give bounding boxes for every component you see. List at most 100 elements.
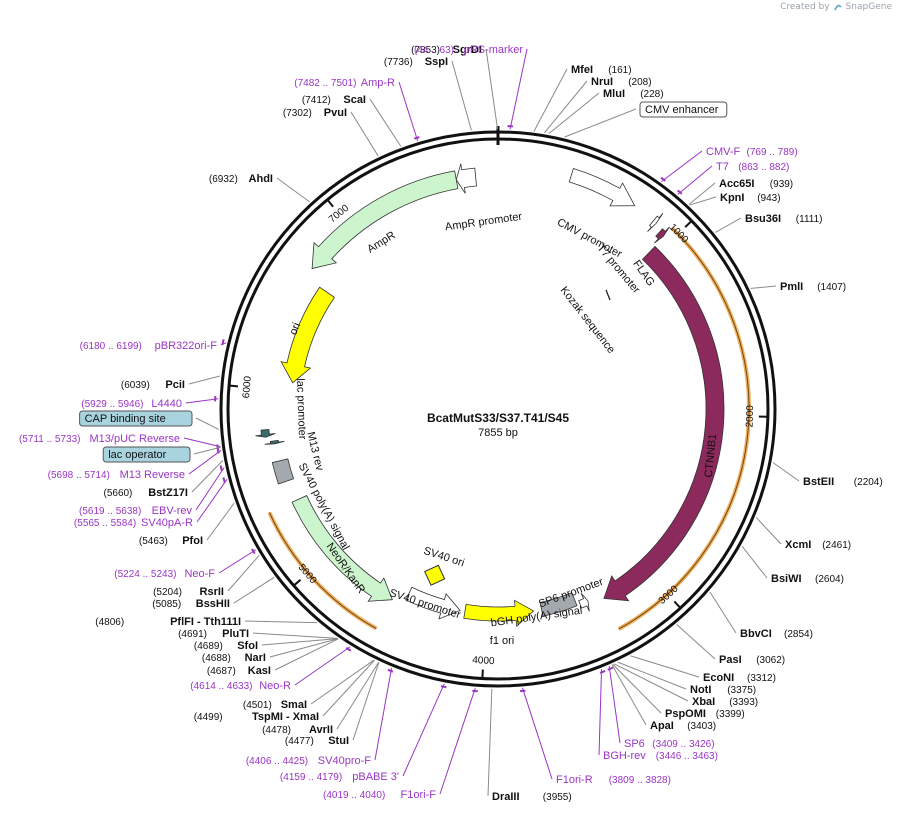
site-kasi-leader xyxy=(274,638,339,671)
site-sgrdi[interactable]: SgrDI(7853) xyxy=(411,44,482,56)
site-pbr322ori-f-position: (6180 .. 6199) xyxy=(80,341,142,352)
feature-bgh-poly-a-signal[interactable] xyxy=(539,592,578,617)
site-lac-operator[interactable]: lac operator xyxy=(102,446,191,463)
site-bsu36i[interactable]: Bsu36I(1111) xyxy=(745,213,822,225)
site-bsiwi[interactable]: BsiWI(2604) xyxy=(771,573,844,585)
site-bsteii[interactable]: BstEII(2204) xyxy=(803,476,883,488)
site-amp-r-mark xyxy=(413,136,420,140)
site-stui[interactable]: StuI(4477) xyxy=(285,735,349,747)
site-pasi[interactable]: PasI(3062) xyxy=(719,654,785,666)
site-ebv-rev[interactable]: EBV-rev(5619 .. 5638) xyxy=(79,505,192,517)
site-pvui[interactable]: PvuI(7302) xyxy=(283,107,347,119)
feature-ctnnb1[interactable] xyxy=(603,245,725,602)
site-pfoi[interactable]: PfoI(5463) xyxy=(139,535,203,547)
feature-ampr-promoter[interactable] xyxy=(455,163,477,194)
site-acc65i[interactable]: Acc65I(939) xyxy=(719,178,793,190)
site-pfoi-name: PfoI xyxy=(182,535,203,547)
site-cap-binding-site[interactable]: CAP binding site xyxy=(79,410,193,427)
site-acc65i-name: Acc65I xyxy=(719,178,754,190)
site-ahdi-name: AhdI xyxy=(249,173,273,185)
site-noti[interactable]: NotI(3375) xyxy=(690,684,756,696)
site-nari-name: NarI xyxy=(245,652,266,664)
site-ahdi[interactable]: AhdI(6932) xyxy=(209,173,273,185)
site-pbr322ori-f[interactable]: pBR322ori-F(6180 .. 6199) xyxy=(80,340,218,352)
site-mlui[interactable]: MluI(228) xyxy=(603,88,664,100)
site-pflfi-tth111i[interactable]: PflFI - Tth111I(4806) xyxy=(95,616,241,628)
site-sv40pro-f[interactable]: SV40pro-F(4406 .. 4425) xyxy=(246,755,371,767)
site-rsrii[interactable]: RsrII(5204) xyxy=(153,586,224,598)
site-pspomi[interactable]: PspOMI(3399) xyxy=(665,708,745,720)
site-amp-r[interactable]: Amp-R(7482 .. 7501) xyxy=(294,77,395,89)
site-bbvci-position: (2854) xyxy=(784,629,813,640)
site-cmv-enhancer[interactable]: CMV enhancer xyxy=(639,101,728,118)
site-sv40pro-f-leader xyxy=(374,667,393,761)
site-pbabe-3[interactable]: pBABE 3'(4159 .. 4179) xyxy=(280,771,399,783)
site-mfei[interactable]: MfeI(161) xyxy=(571,64,632,76)
site-sv40pa-r[interactable]: SV40pA-R(5565 .. 5584) xyxy=(74,517,193,529)
feature-m13-rev[interactable] xyxy=(264,439,285,445)
site-pmli[interactable]: PmlI(1407) xyxy=(780,281,846,293)
orf-arc-line xyxy=(618,228,750,630)
site-bbvci[interactable]: BbvCI(2854) xyxy=(740,628,813,640)
plasmid-name: BcatMutS33/S37.T41/S45 xyxy=(427,411,569,425)
feature-lac-promoter[interactable] xyxy=(255,429,276,438)
feature-t7-promoter[interactable] xyxy=(647,212,664,232)
site-prs-marker-position: (44 .. 63) xyxy=(414,45,454,56)
site-neo-r[interactable]: Neo-R(4614 .. 4633) xyxy=(190,680,291,692)
feature-ampr[interactable] xyxy=(311,170,459,270)
site-amp-r-leader xyxy=(398,81,419,141)
feature-sp6-promoter[interactable] xyxy=(578,592,590,612)
feature-neor-kanr[interactable] xyxy=(291,495,393,602)
site-cmv-f-mark xyxy=(660,176,666,182)
site-bstz17i[interactable]: BstZ17I(5660) xyxy=(103,487,188,499)
site-neo-f[interactable]: Neo-F(5224 .. 5243) xyxy=(114,568,215,580)
site-l4440[interactable]: L4440(5929 .. 5946) xyxy=(81,398,182,410)
site-scai[interactable]: ScaI(7412) xyxy=(302,94,366,106)
site-nrui[interactable]: NruI(208) xyxy=(591,76,652,88)
site-xcmi[interactable]: XcmI(2461) xyxy=(785,539,851,551)
site-pluti[interactable]: PluTI(4691) xyxy=(178,628,249,640)
site-tspmi-xmai[interactable]: TspMI - XmaI(4499) xyxy=(194,711,319,723)
center-title: BcatMutS33/S37.T41/S45 7855 bp xyxy=(427,411,569,439)
feature-f1-ori[interactable] xyxy=(463,599,535,628)
feature-sv40-promoter[interactable] xyxy=(405,586,461,620)
site-pbabe-3-name: pBABE 3' xyxy=(352,771,399,783)
site-apai-position: (3403) xyxy=(687,721,716,732)
feature-cmv-promoter[interactable] xyxy=(568,168,636,207)
site-sfoi[interactable]: SfoI(4689) xyxy=(194,640,258,652)
site-draiii-position: (3955) xyxy=(543,792,572,803)
site-sspi[interactable]: SspI(7736) xyxy=(384,56,448,68)
site-smai[interactable]: SmaI(4501) xyxy=(243,699,307,711)
site-f1ori-r[interactable]: F1ori-R(3809 .. 3828) xyxy=(556,774,671,786)
site-bstz17i-leader xyxy=(191,460,224,493)
site-draiii[interactable]: DraIII(3955) xyxy=(492,791,572,803)
site-econi[interactable]: EcoNI(3312) xyxy=(703,672,776,684)
site-m13-puc-reverse[interactable]: M13/pUC Reverse(5711 .. 5733) xyxy=(19,433,180,445)
site-xbai[interactable]: XbaI(3393) xyxy=(692,696,758,708)
site-prs-marker[interactable]: pRS-marker(44 .. 63) xyxy=(414,44,523,56)
site-pflfi-tth111i-name: PflFI - Tth111I xyxy=(170,616,241,628)
site-sv40pa-r-name: SV40pA-R xyxy=(141,517,193,529)
site-apai[interactable]: ApaI(3403) xyxy=(650,720,716,732)
site-kasi-name: KasI xyxy=(248,665,271,677)
feature-sv40-ori[interactable] xyxy=(424,564,446,586)
site-t7[interactable]: T7(863 .. 882) xyxy=(716,161,789,173)
site-mfei-leader xyxy=(533,68,568,132)
site-f1ori-f[interactable]: F1ori-F(4019 .. 4040) xyxy=(323,789,436,801)
site-pcii[interactable]: PciI(6039) xyxy=(121,379,185,391)
site-kasi[interactable]: KasI(4687) xyxy=(207,665,271,677)
site-cap-binding-site-text: CAP binding site xyxy=(85,413,166,425)
site-bgh-rev-leader xyxy=(598,669,603,756)
backbone-ring xyxy=(219,126,777,688)
site-m13-reverse[interactable]: M13 Reverse(5698 .. 5714) xyxy=(48,469,185,481)
site-kpni[interactable]: KpnI(943) xyxy=(720,192,781,204)
site-bgh-rev[interactable]: BGH-rev(3446 .. 3463) xyxy=(603,750,718,762)
feature-flag[interactable] xyxy=(654,226,670,244)
site-bsshii[interactable]: BssHII(5085) xyxy=(152,598,230,610)
site-cmv-f[interactable]: CMV-F(769 .. 789) xyxy=(706,146,798,158)
site-sp6[interactable]: SP6(3409 .. 3426) xyxy=(624,738,715,750)
site-avrii[interactable]: AvrII(4478) xyxy=(262,724,333,736)
feature-sv40-poly-a-signal[interactable] xyxy=(271,458,295,485)
feature-ori[interactable] xyxy=(280,286,336,384)
site-nari[interactable]: NarI(4688) xyxy=(202,652,266,664)
